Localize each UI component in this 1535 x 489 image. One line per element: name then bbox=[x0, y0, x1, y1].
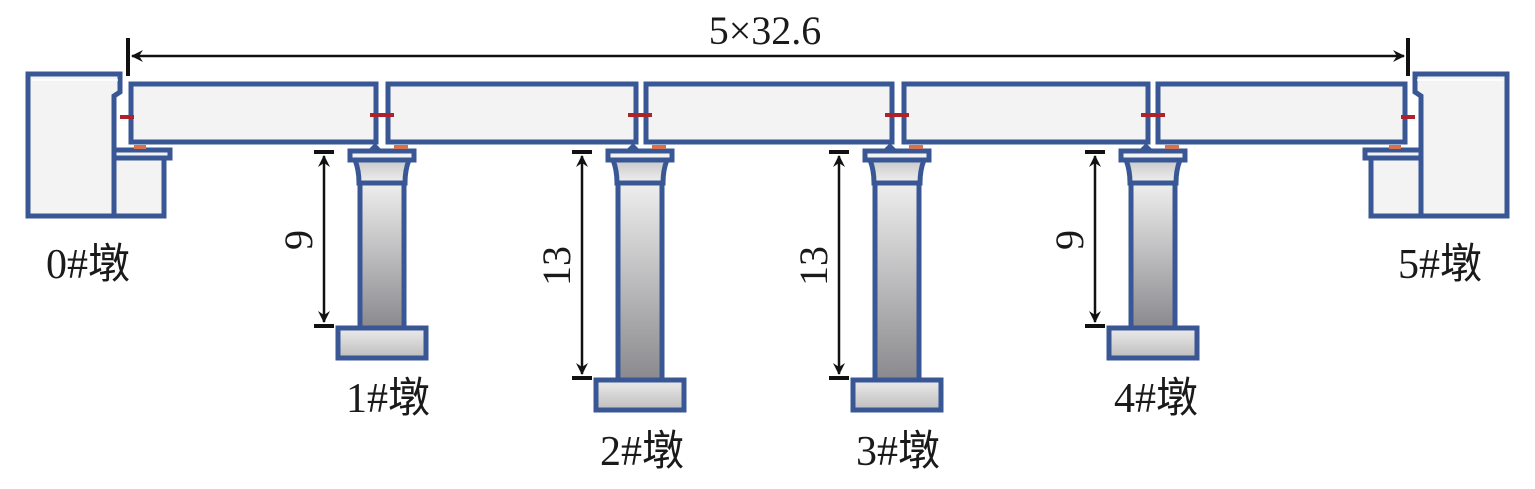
pier-height-label: 13 bbox=[534, 246, 579, 286]
abutment-body bbox=[1412, 71, 1510, 219]
pier-column bbox=[357, 180, 407, 331]
pier-label-4: 4#墩 bbox=[1114, 376, 1198, 422]
pier-1 bbox=[335, 113, 429, 361]
pier-column bbox=[615, 180, 665, 383]
total-span-label: 5×32.6 bbox=[709, 8, 822, 53]
pier-cap bbox=[862, 148, 932, 163]
fixed-bearing bbox=[883, 143, 897, 150]
pier-cap bbox=[1118, 148, 1188, 163]
expansion-joint-mark bbox=[120, 115, 134, 119]
pier-footing bbox=[335, 325, 429, 361]
fixed-bearing bbox=[626, 143, 640, 150]
expansion-joint-mark bbox=[628, 113, 652, 117]
pier-column bbox=[1128, 180, 1178, 331]
pier-labels: 0#墩 1#墩 2#墩 3#墩 4#墩 5#墩 bbox=[46, 242, 1482, 475]
abutment-0 bbox=[25, 71, 173, 219]
pier-3 bbox=[850, 113, 944, 413]
bearing-pad bbox=[652, 145, 666, 149]
pier-footing bbox=[1106, 325, 1200, 361]
pier-cap-flare bbox=[609, 157, 671, 186]
deck-girder-5 bbox=[1155, 81, 1408, 145]
structure bbox=[25, 71, 1510, 413]
pier-2 bbox=[593, 113, 687, 413]
pier-cap bbox=[605, 148, 675, 163]
abutment-ledge bbox=[1362, 147, 1424, 161]
bearing-pad bbox=[394, 145, 408, 149]
abutment-5 bbox=[1362, 71, 1510, 219]
pier-4 bbox=[1106, 113, 1200, 361]
fixed-bearing bbox=[1139, 143, 1153, 150]
pier-label-5: 5#墩 bbox=[1398, 242, 1482, 288]
pier-height-label: 9 bbox=[276, 230, 321, 250]
expansion-joint-mark bbox=[885, 113, 909, 117]
pier-height-label: 9 bbox=[1047, 230, 1092, 250]
deck-girder-2 bbox=[385, 81, 639, 145]
abutment-body bbox=[25, 71, 123, 219]
pier-cap-flare bbox=[351, 157, 413, 186]
deck-girder-1 bbox=[128, 81, 379, 145]
pier-cap-flare bbox=[866, 157, 928, 186]
bearing-pad bbox=[1389, 145, 1401, 149]
pier-footing bbox=[850, 377, 944, 413]
abutment-seat bbox=[1368, 155, 1424, 219]
pier-label-0: 0#墩 bbox=[46, 242, 130, 288]
bearing-pad bbox=[909, 145, 923, 149]
pier-height-label: 13 bbox=[791, 246, 836, 286]
pier-label-2: 2#墩 bbox=[600, 429, 684, 475]
deck-girder-4 bbox=[901, 81, 1151, 145]
abutment-seat bbox=[111, 155, 167, 219]
expansion-joint-mark bbox=[1401, 115, 1415, 119]
pier-label-1: 1#墩 bbox=[346, 376, 430, 422]
dimensions: 5×32.6 9 13 13 9 bbox=[126, 8, 1410, 380]
expansion-joint-mark bbox=[370, 113, 394, 117]
pier-label-3: 3#墩 bbox=[856, 429, 940, 475]
deck-girder-3 bbox=[643, 81, 895, 145]
pier-column bbox=[872, 180, 922, 383]
expansion-joint-mark bbox=[1141, 113, 1165, 117]
pier-cap bbox=[347, 148, 417, 163]
fixed-bearing bbox=[368, 143, 382, 150]
bearing-pad bbox=[1165, 145, 1179, 149]
pier-footing bbox=[593, 377, 687, 413]
bearing-pad bbox=[134, 145, 146, 149]
abutment-ledge bbox=[111, 147, 173, 161]
pier-cap-flare bbox=[1122, 157, 1184, 186]
